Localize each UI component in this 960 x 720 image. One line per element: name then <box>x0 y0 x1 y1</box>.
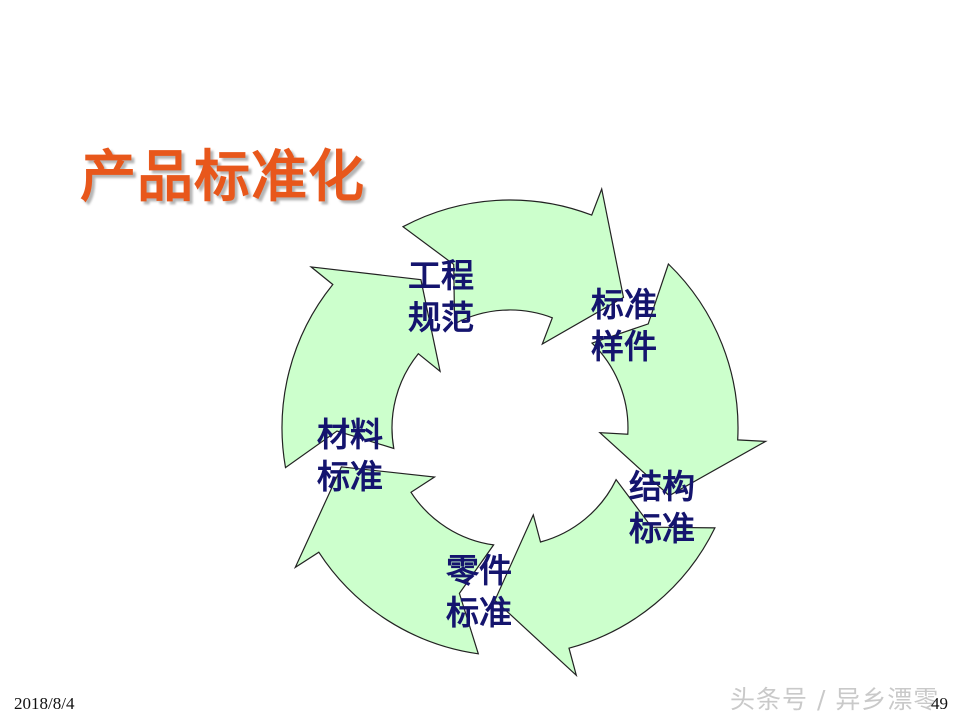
step-label-line2: 规范 <box>408 298 474 337</box>
step-engineering-spec: 工程 规范 <box>381 255 501 339</box>
step-label-line2: 标准 <box>629 509 695 548</box>
step-label-line1: 结构 <box>629 467 695 506</box>
step-structure-standard: 结构 标准 <box>602 466 722 550</box>
arrow-segment-structure-standard <box>494 478 716 678</box>
step-label-line1: 标准 <box>591 285 657 324</box>
step-material-standard: 材料 标准 <box>290 414 410 498</box>
step-label-line2: 标准 <box>317 457 383 496</box>
slide-title: 产品标准化 <box>80 145 365 210</box>
step-label-line2: 标准 <box>446 593 512 632</box>
footer-date: 2018/8/4 <box>14 694 75 713</box>
arrow-segment-standard-sample <box>590 262 768 497</box>
arrow-segment-part-standard <box>293 466 495 655</box>
step-standard-sample: 标准 样件 <box>564 284 684 368</box>
step-label-line1: 零件 <box>446 551 512 590</box>
arrow-segment-engineering-spec <box>401 186 625 346</box>
page-number: 49 <box>931 694 948 713</box>
step-label-line1: 工程 <box>408 256 474 295</box>
watermark: 头条号 / 异乡漂零 <box>730 685 940 714</box>
step-label-line2: 样件 <box>591 327 657 366</box>
step-part-standard: 零件 标准 <box>419 550 539 634</box>
step-label-line1: 材料 <box>317 415 383 454</box>
arrow-segment-material-standard <box>281 266 442 469</box>
